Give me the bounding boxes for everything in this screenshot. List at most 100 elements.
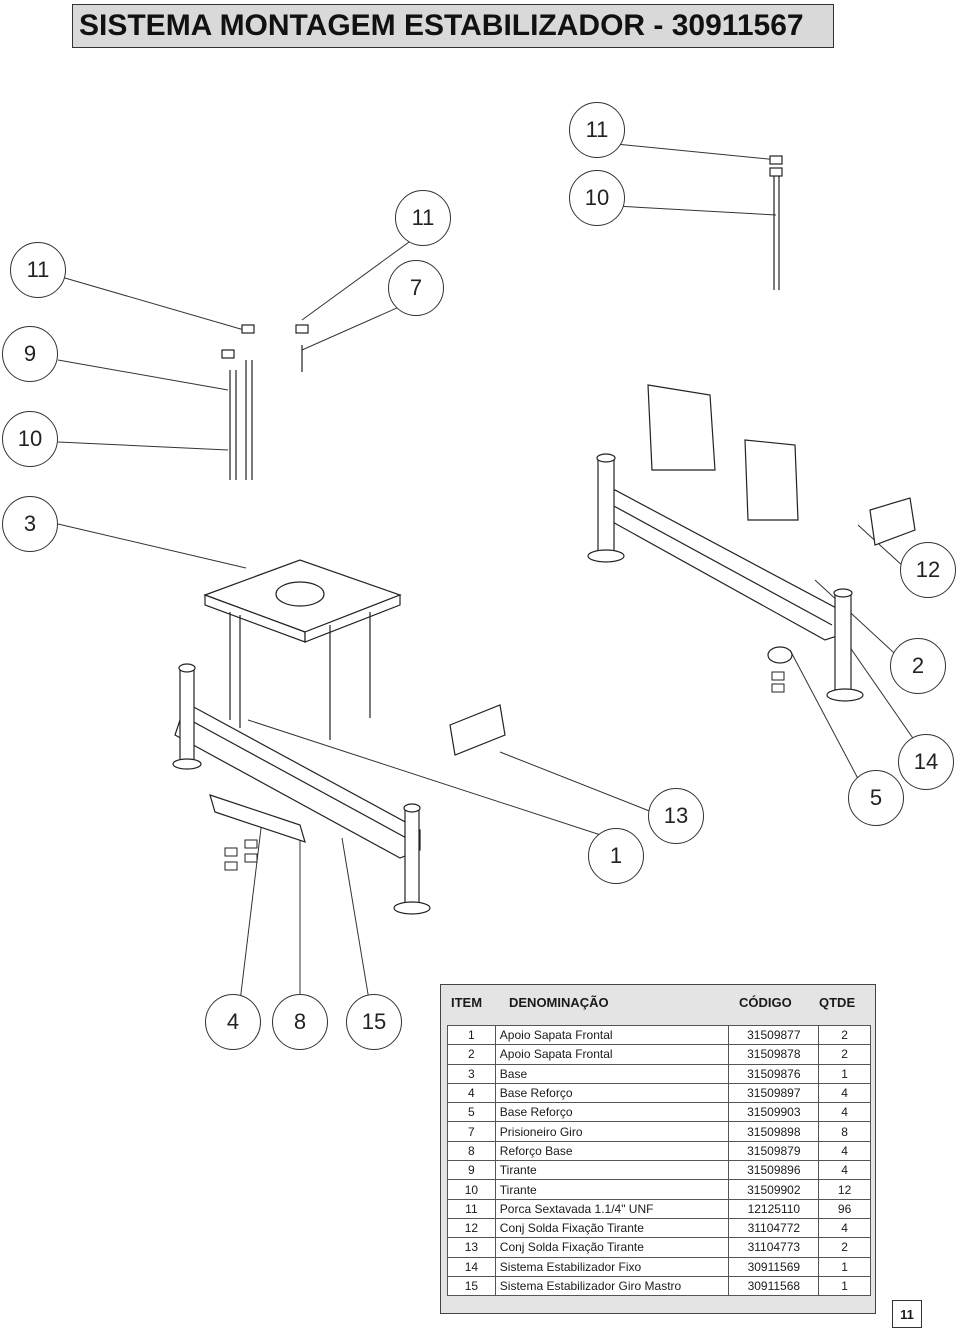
callout-bubble: 9 bbox=[2, 326, 58, 382]
cell-qtde: 8 bbox=[818, 1121, 871, 1142]
cell-codigo: 31509898 bbox=[728, 1121, 820, 1142]
cell-denominacao: Prisioneiro Giro bbox=[494, 1121, 730, 1142]
cell-denominacao: Apoio Sapata Frontal bbox=[494, 1024, 730, 1046]
cell-item: 12 bbox=[447, 1217, 496, 1239]
page-number: 11 bbox=[892, 1300, 922, 1328]
leader-lines bbox=[57, 143, 929, 1019]
left-jack-cylinder bbox=[179, 667, 195, 761]
cell-denominacao: Base bbox=[494, 1063, 730, 1084]
callout-bubble: 15 bbox=[346, 994, 402, 1050]
cell-codigo: 30911569 bbox=[728, 1256, 820, 1277]
cell-denominacao: Tirante bbox=[494, 1179, 730, 1200]
cell-item: 8 bbox=[447, 1140, 496, 1162]
callout-bubble: 7 bbox=[388, 260, 444, 316]
callout-bubble: 11 bbox=[395, 190, 451, 246]
cell-codigo: 31509896 bbox=[728, 1160, 820, 1181]
header-qtde: QTDE bbox=[819, 995, 856, 1010]
cell-item: 9 bbox=[447, 1160, 496, 1181]
cell-qtde: 2 bbox=[818, 1044, 871, 1065]
cell-item: 5 bbox=[447, 1102, 496, 1123]
cell-codigo: 30911568 bbox=[728, 1275, 820, 1297]
cell-item: 1 bbox=[447, 1024, 496, 1046]
left-stabilizer-assembly bbox=[172, 559, 506, 915]
callout-bubble: 14 bbox=[898, 734, 954, 790]
cell-codigo: 31509878 bbox=[728, 1044, 820, 1065]
left-tie-rods bbox=[221, 324, 309, 480]
cell-denominacao: Conj Solda Fixação Tirante bbox=[494, 1217, 730, 1239]
callout-bubble: 2 bbox=[890, 638, 946, 694]
cell-qtde: 4 bbox=[818, 1102, 871, 1123]
parts-table-header: ITEM DENOMINAÇÃO CÓDIGO QTDE bbox=[441, 991, 875, 1013]
cell-item: 14 bbox=[447, 1256, 496, 1277]
cell-denominacao: Base Reforço bbox=[494, 1102, 730, 1123]
cell-denominacao: Porca Sextavada 1.1/4" UNF bbox=[494, 1198, 730, 1219]
tie-fixture-13 bbox=[449, 704, 506, 756]
cell-codigo: 31509876 bbox=[728, 1063, 820, 1084]
cell-codigo: 31104772 bbox=[728, 1217, 820, 1239]
cell-qtde: 4 bbox=[818, 1082, 871, 1104]
cell-item: 15 bbox=[447, 1275, 496, 1297]
callout-bubble: 1 bbox=[588, 828, 644, 884]
header-item: ITEM bbox=[451, 995, 483, 1010]
right-jack-cylinder-front bbox=[597, 457, 615, 554]
cell-item: 4 bbox=[447, 1082, 496, 1104]
cell-item: 13 bbox=[447, 1237, 496, 1258]
cell-qtde: 4 bbox=[818, 1160, 871, 1181]
cell-denominacao: Apoio Sapata Frontal bbox=[494, 1044, 730, 1065]
tie-fixture-12 bbox=[647, 384, 716, 471]
cell-codigo: 12125110 bbox=[728, 1198, 820, 1219]
bottom-nuts bbox=[224, 671, 785, 871]
cell-codigo: 31509897 bbox=[728, 1082, 820, 1104]
cell-denominacao: Sistema Estabilizador Giro Mastro bbox=[494, 1275, 730, 1297]
cell-codigo: 31509877 bbox=[728, 1024, 820, 1046]
cell-qtde: 4 bbox=[818, 1140, 871, 1162]
cell-denominacao: Base Reforço bbox=[494, 1082, 730, 1104]
header-denominacao: DENOMINAÇÃO bbox=[509, 995, 609, 1010]
cell-denominacao: Reforço Base bbox=[494, 1140, 730, 1162]
callout-bubble: 12 bbox=[900, 542, 956, 598]
right-beam bbox=[599, 489, 841, 641]
reinforcement-plate bbox=[209, 794, 306, 843]
right-stabilizer-assembly bbox=[587, 384, 916, 702]
cell-qtde: 1 bbox=[818, 1256, 871, 1277]
cell-qtde: 2 bbox=[818, 1024, 871, 1046]
callout-bubble: 11 bbox=[10, 242, 66, 298]
callout-bubble: 11 bbox=[569, 102, 625, 158]
cell-codigo: 31509903 bbox=[728, 1102, 820, 1123]
cell-item: 3 bbox=[447, 1063, 496, 1084]
callout-bubble: 8 bbox=[272, 994, 328, 1050]
cell-denominacao: Sistema Estabilizador Fixo bbox=[494, 1256, 730, 1277]
cell-qtde: 4 bbox=[818, 1217, 871, 1239]
callout-bubble: 10 bbox=[569, 170, 625, 226]
callout-bubble: 3 bbox=[2, 496, 58, 552]
header-codigo: CÓDIGO bbox=[739, 995, 792, 1010]
callout-bubble: 5 bbox=[848, 770, 904, 826]
cell-qtde: 1 bbox=[818, 1063, 871, 1084]
cell-denominacao: Tirante bbox=[494, 1160, 730, 1181]
cell-codigo: 31104773 bbox=[728, 1237, 820, 1258]
cell-denominacao: Conj Solda Fixação Tirante bbox=[494, 1237, 730, 1258]
callout-bubble: 4 bbox=[205, 994, 261, 1050]
cell-qtde: 1 bbox=[818, 1275, 871, 1297]
cell-item: 7 bbox=[447, 1121, 496, 1142]
cell-codigo: 31509879 bbox=[728, 1140, 820, 1162]
callout-bubble: 10 bbox=[2, 411, 58, 467]
cell-qtde: 96 bbox=[818, 1198, 871, 1219]
callout-bubble: 13 bbox=[648, 788, 704, 844]
cell-item: 10 bbox=[447, 1179, 496, 1200]
right-tie-rod bbox=[769, 155, 783, 290]
